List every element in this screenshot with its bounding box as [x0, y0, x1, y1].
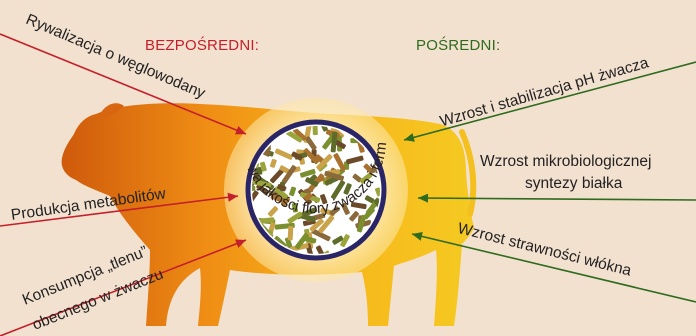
header-direct: BEZPOŚREDNI: — [145, 37, 259, 54]
microbe-rod — [288, 226, 294, 241]
header-indirect: POŚREDNI: — [416, 37, 500, 54]
label-microbial-synthesis-line2: syntezy białka — [525, 175, 622, 193]
label-microbial-synthesis-line1: Wzrost mikrobiologicznej — [480, 153, 651, 171]
